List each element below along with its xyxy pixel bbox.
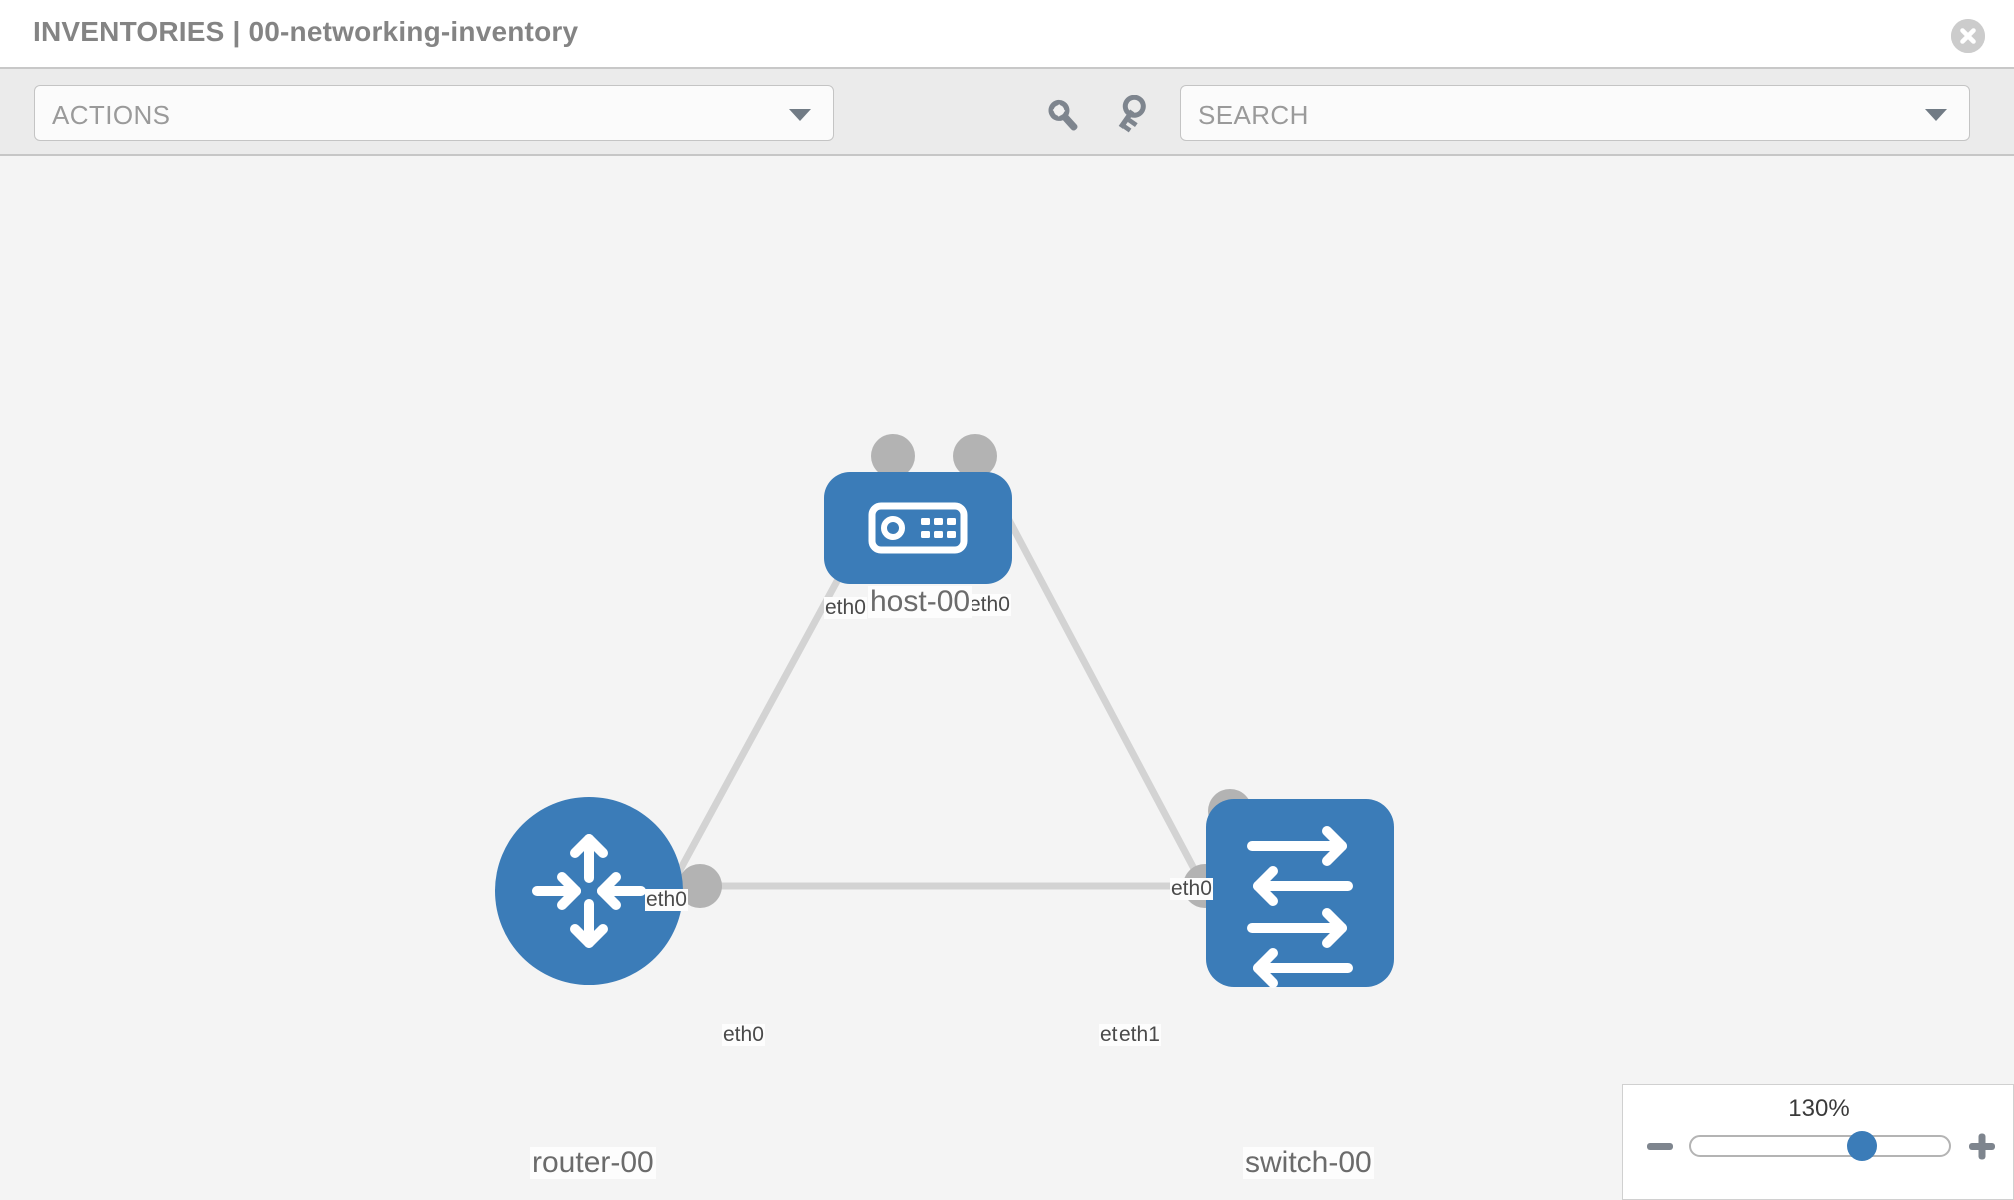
node-label-host-00: host-00 xyxy=(868,585,973,618)
actions-dropdown-label: ACTIONS xyxy=(52,100,171,130)
switch-arrows-icon xyxy=(1247,826,1353,988)
actions-dropdown[interactable]: ACTIONS xyxy=(34,85,834,141)
zoom-level-value: 130% xyxy=(1788,1095,1850,1122)
node-router-00[interactable] xyxy=(495,797,683,985)
topology-canvas[interactable]: eth0 eth0 eth0 eth0 eth0 eth eth1 host-0… xyxy=(0,156,2014,1200)
zoom-control-panel: 130% xyxy=(1622,1084,2014,1200)
server-appliance-icon xyxy=(868,502,968,554)
search-input[interactable]: SEARCH xyxy=(1180,85,1970,141)
chevron-down-icon xyxy=(789,109,811,121)
connector-dot[interactable] xyxy=(871,434,915,478)
node-label-router-00: router-00 xyxy=(530,1146,656,1179)
close-icon[interactable] xyxy=(1951,19,1985,53)
toolbar: ACTIONS SEARC xyxy=(0,69,2014,156)
zoom-out-button[interactable] xyxy=(1643,1129,1677,1163)
wrench-icon[interactable] xyxy=(1043,95,1085,137)
connector-dot[interactable] xyxy=(953,434,997,478)
node-host-00[interactable] xyxy=(824,472,1012,584)
zoom-in-button[interactable] xyxy=(1965,1129,1999,1163)
router-arrows-icon xyxy=(532,834,646,948)
iface-label: eth0 xyxy=(968,593,1011,617)
node-switch-00[interactable] xyxy=(1206,799,1394,988)
key-icon[interactable] xyxy=(1115,94,1157,137)
link-host-switch[interactable] xyxy=(971,454,1239,948)
zoom-slider-handle[interactable] xyxy=(1846,1131,1877,1161)
topology-graph xyxy=(495,434,1394,988)
page-header: INVENTORIES | 00-networking-inventory xyxy=(0,0,2014,69)
search-placeholder: SEARCH xyxy=(1198,100,1309,130)
iface-label: eth0 xyxy=(1170,877,1213,901)
connector-dot[interactable] xyxy=(678,864,722,908)
zoom-slider-track[interactable] xyxy=(1689,1135,1951,1157)
chevron-down-icon xyxy=(1925,109,1947,121)
iface-label: eth0 xyxy=(824,596,867,620)
node-label-switch-00: switch-00 xyxy=(1243,1146,1374,1179)
page-title: INVENTORIES | 00-networking-inventory xyxy=(33,16,579,47)
iface-label: eth0 xyxy=(645,888,688,912)
iface-label: eth0 xyxy=(722,1023,765,1047)
iface-label: eth1 xyxy=(1118,1023,1161,1047)
